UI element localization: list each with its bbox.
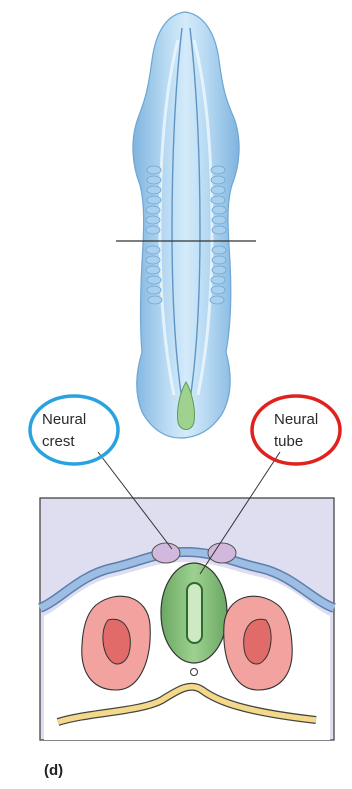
- neural-crest-label-line1: Neural: [42, 411, 86, 428]
- cross-section: [40, 498, 334, 740]
- neural-tube-label-line1: Neural: [274, 411, 318, 428]
- embryo-dorsal-view: [116, 12, 256, 438]
- embryo-body: [133, 12, 239, 438]
- neural-crest-left: [152, 543, 180, 563]
- panel-label: (d): [44, 762, 63, 779]
- neural-tube-circle: [252, 396, 340, 464]
- notochord: [191, 669, 198, 676]
- neural-crest-label-line2: crest: [42, 433, 75, 450]
- neural-crest-circle: [30, 396, 118, 464]
- neural-crest-label: Neural crest: [30, 396, 118, 464]
- neural-crest-right: [208, 543, 236, 563]
- neural-tube-label: Neural tube: [252, 396, 340, 464]
- neural-canal: [187, 583, 202, 643]
- neural-tube-label-line2: tube: [274, 433, 303, 450]
